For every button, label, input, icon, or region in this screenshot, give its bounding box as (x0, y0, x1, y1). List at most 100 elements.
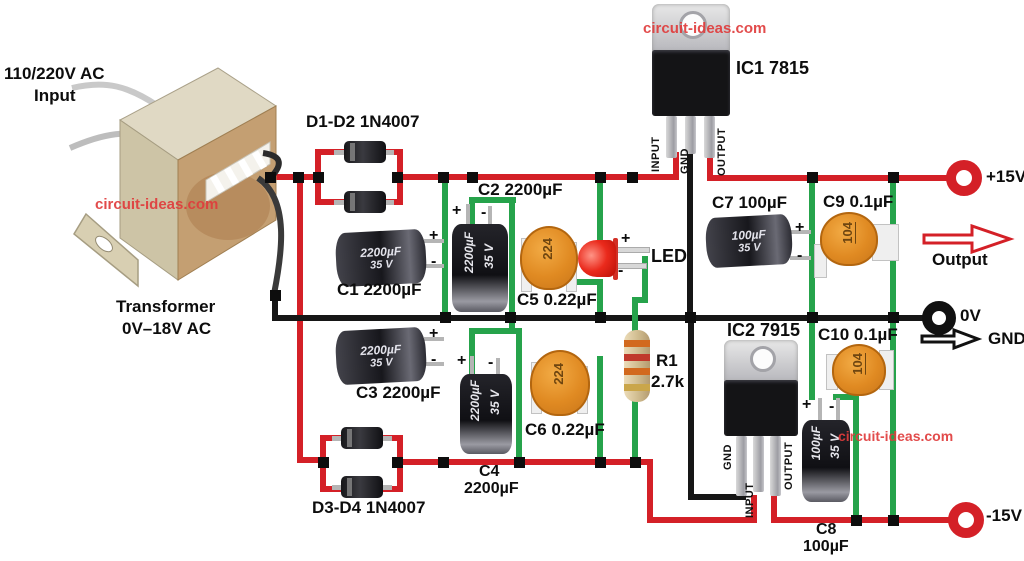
wire-c8-minus-jog (833, 394, 859, 400)
wire-neg-rail (400, 459, 653, 465)
c3-minus-mark: - (431, 351, 437, 368)
junction-dot (467, 172, 478, 183)
junction-dot (888, 515, 899, 526)
ic2-pin-input (753, 436, 764, 492)
diode-d1 (344, 141, 386, 163)
ic1-pin-input (666, 116, 677, 158)
ic1-pin-output (704, 116, 715, 158)
junction-dot (265, 172, 276, 183)
wire-c7-column (809, 181, 815, 321)
watermark-top: circuit-ideas.com (643, 20, 767, 37)
ic1-label: IC1 7815 (736, 58, 810, 78)
watermark-bottom: circuit-ideas.com (838, 428, 954, 444)
c4-label-line2: 2200µF (464, 480, 519, 497)
junction-dot (595, 312, 606, 323)
wire-c1-column (442, 180, 448, 320)
junction-dot (807, 312, 818, 323)
cap-c1-lead-plus (424, 239, 444, 243)
ac-input-label-line1: 110/220V AC (4, 64, 105, 83)
c3-label: C3 2200µF (356, 383, 441, 402)
output-arrow-icon (922, 224, 1015, 254)
wire-transformer-ct-drop (272, 293, 278, 321)
cap-c1-lead-minus (424, 264, 444, 268)
junction-dot (438, 457, 449, 468)
junction-dot (685, 312, 696, 323)
junction-dot (888, 172, 899, 183)
junction-dot (440, 312, 451, 323)
cap-c2-lead-minus (488, 206, 492, 228)
wire-c8-minus-column (853, 394, 859, 523)
c3-plus-mark: + (429, 325, 439, 342)
watermark-transformer: circuit-ideas.com (95, 196, 219, 213)
wire-ic2-input-stub (751, 495, 757, 523)
gnd-label: GND (988, 329, 1024, 348)
c6-label: C6 0.22µF (525, 420, 605, 439)
c8-plus-mark: + (802, 396, 812, 413)
transformer-photo (68, 67, 285, 295)
wire-c5-elbow (577, 279, 603, 285)
wire-c8-plus-column (809, 318, 815, 400)
c4-minus-mark: - (488, 354, 494, 371)
led-plus-mark: + (621, 230, 631, 247)
c2-minus-mark: - (481, 204, 487, 221)
ic2-pin-output-label: OUTPUT (783, 441, 795, 490)
zero-volt-label: 0V (960, 306, 981, 325)
wire-c4-rail-stub (509, 318, 515, 334)
junction-dot (630, 457, 641, 468)
wire-led-cathode (642, 256, 648, 302)
led-label: LED (651, 246, 687, 266)
ic1-pin-gnd (685, 116, 696, 154)
c2-plus-mark: + (452, 202, 462, 219)
junction-dot (807, 172, 818, 183)
junction-dot (851, 515, 862, 526)
wire-top-rail (397, 174, 679, 180)
led-body (578, 240, 616, 277)
wire-c10-right-column (890, 318, 896, 523)
cap-c8-lead-minus (836, 398, 840, 422)
wire-zero-volt-rail (272, 315, 940, 321)
c1-label: C1 2200µF (337, 280, 422, 299)
cap-c3-lead-minus (424, 362, 444, 366)
cap-c4-lead-plus (470, 356, 474, 376)
junction-dot (392, 457, 403, 468)
cap-c5-body: 224 (520, 226, 578, 290)
junction-dot (505, 312, 516, 323)
junction-dot (595, 457, 606, 468)
wire-ic1-output-stub (707, 152, 713, 180)
cap-c2-lead-plus (466, 204, 470, 228)
junction-dot (270, 290, 281, 301)
wire-c6-right-column (597, 356, 603, 465)
plus15-label: +15V (986, 167, 1024, 186)
c8-label-line1: C8 (816, 521, 837, 538)
cap-c2-body: 2200µF 35 V (452, 224, 508, 312)
diode-d3 (341, 427, 383, 449)
terminal-minus15 (948, 502, 984, 538)
resistor-r1-body (624, 330, 650, 402)
wire-r1-top (632, 297, 638, 335)
ic2-pin-output (770, 436, 781, 496)
c7-label: C7 100µF (712, 193, 787, 212)
c9-label: C9 0.1µF (823, 192, 894, 211)
wire-minus15-rail (771, 517, 965, 523)
ic2-pin-input-label: INPUT (744, 482, 756, 519)
ic2-pin-gnd-label: GND (722, 444, 734, 470)
wire-led-anode (597, 181, 603, 245)
wire-c4-jog (469, 328, 522, 334)
wire-ic2-gnd-vert (688, 318, 694, 500)
d3-d4-label: D3-D4 1N4007 (312, 498, 426, 517)
c1-plus-mark: + (429, 227, 439, 244)
minus15-label: -15V (986, 506, 1022, 525)
wire-neg-rail-corner (647, 459, 653, 523)
c8-minus-mark: - (829, 398, 835, 415)
c7-minus-mark: - (797, 247, 803, 264)
ic2-body (724, 380, 798, 436)
transformer-label-line1: Transformer (116, 297, 216, 316)
cap-c7-body: 100µF 35 V (704, 213, 794, 269)
wire-left-drop-jog (297, 457, 325, 463)
diode-d2 (344, 191, 386, 213)
junction-dot (392, 172, 403, 183)
wire-c6-left-column (516, 328, 522, 465)
c1-minus-mark: - (431, 253, 437, 270)
ic2-pin-gnd (736, 436, 747, 496)
cap-c6-body: 224 (530, 350, 590, 416)
